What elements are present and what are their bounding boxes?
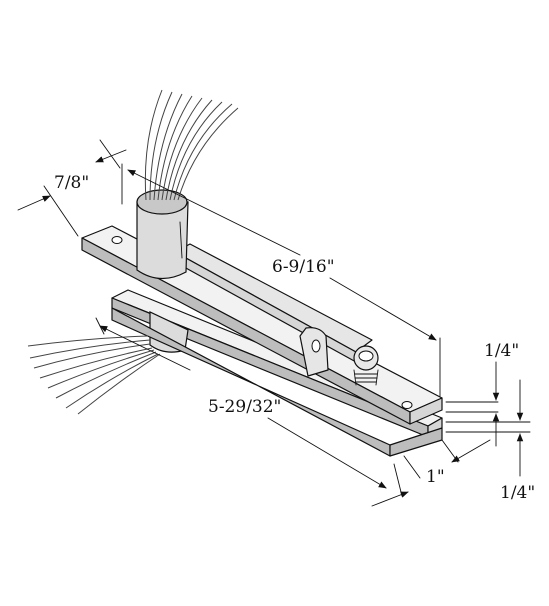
- label-plate-thickness-top: 1/4": [484, 341, 519, 361]
- label-depth: 1": [426, 467, 445, 487]
- dimension-width: [17, 139, 127, 237]
- label-plate-thickness-bottom: 1/4": [500, 483, 535, 503]
- dimension-thickness: [445, 361, 531, 477]
- label-lower-length: 5-29/32": [208, 397, 281, 417]
- label-overall-length: 6-9/16": [272, 257, 335, 277]
- label-width: 7/8": [54, 173, 89, 193]
- top-wire-bundle: [144, 89, 239, 201]
- dimension-lower-length: [95, 317, 403, 497]
- dimension-overall-length: [121, 163, 441, 397]
- bottom-wire-bundle: [27, 335, 161, 415]
- wire-cylinder: [136, 189, 189, 280]
- dimension-depth: [371, 439, 491, 507]
- pivot-arm: [174, 243, 379, 386]
